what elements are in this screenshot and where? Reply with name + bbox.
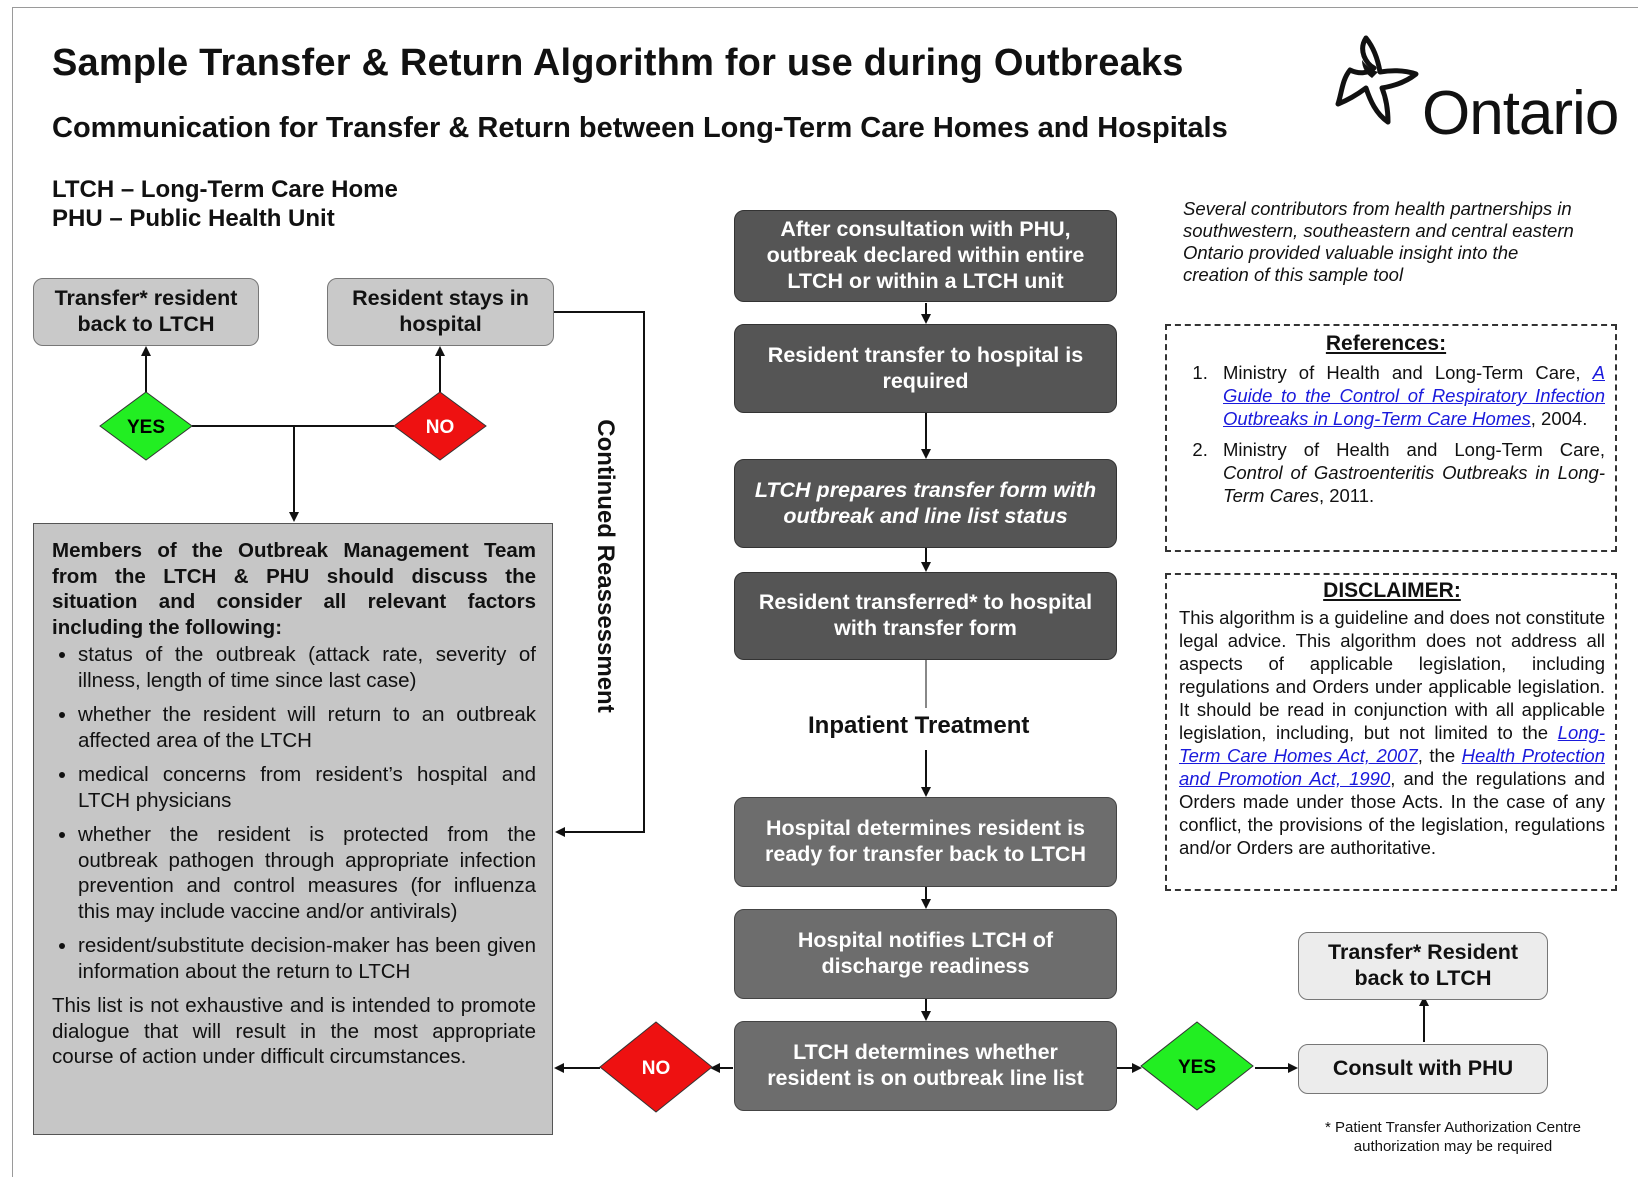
reference-item: Ministry of Health and Long-Term Care, C… (1213, 438, 1605, 507)
reference-1-link[interactable]: A Guide to the Control of Respiratory In… (1223, 362, 1605, 429)
health-protection-act-link[interactable]: Health Protection and Promotion Act, 199… (1179, 745, 1605, 789)
discussion-tail: This list is not exhaustive and is inten… (52, 994, 536, 1068)
ontario-trillium-logo-icon (1335, 35, 1419, 125)
references-box: References: Ministry of Health and Long-… (1165, 324, 1617, 552)
references-heading: References: (1325, 332, 1447, 355)
factor-item: resident/substitute decision-maker has b… (78, 933, 536, 984)
disclaimer-heading: DISCLAIMER: (1323, 579, 1461, 602)
stays-in-hospital-box: Resident stays in hospital (327, 278, 554, 346)
discussion-lead: Members of the Outbreak Management Team … (52, 539, 536, 639)
reference-2-year: , 2011. (1318, 485, 1375, 506)
prepares-transfer-form-box: LTCH prepares transfer form with outbrea… (734, 459, 1117, 548)
disclaimer-part-1: This algorithm is a guideline and does n… (1179, 607, 1605, 743)
ltc-homes-act-link[interactable]: Long-Term Care Homes Act, 2007 (1179, 722, 1605, 766)
ontario-wordmark: Ontario (1422, 79, 1619, 148)
yes-label-top: YES (127, 417, 165, 438)
outbreak-declared-box: After consultation with PHU, outbreak de… (734, 210, 1117, 302)
discussion-factor-list: status of the outbreak (attack rate, sev… (52, 642, 536, 984)
transfer-required-box: Resident transfer to hospital is require… (734, 324, 1117, 413)
reference-2-author: Ministry of Health and Long-Term Care, (1223, 439, 1605, 460)
discussion-box: Members of the Outbreak Management Team … (33, 523, 553, 1135)
abbreviation-phu: PHU – Public Health Unit (52, 205, 335, 232)
disclaimer-part-2: , the (1417, 745, 1462, 766)
continued-reassessment-label: Continued Reassessment (592, 419, 619, 713)
no-diamond-top: NO (393, 391, 487, 461)
no-label-top: NO (426, 417, 455, 438)
factor-item: whether the resident will return to an o… (78, 702, 536, 753)
reference-1-year: , 2004. (1530, 408, 1588, 429)
factor-item: medical concerns from resident’s hospita… (78, 762, 536, 813)
yes-label-bottom: YES (1178, 1057, 1216, 1078)
disclaimer-part-3: , and the regulations and Orders made un… (1179, 768, 1605, 858)
hospital-notifies-box: Hospital notifies LTCH of discharge read… (734, 909, 1117, 999)
consult-phu-box: Consult with PHU (1298, 1044, 1548, 1094)
yes-diamond-bottom: YES (1140, 1021, 1254, 1111)
no-label-bottom: NO (642, 1058, 671, 1079)
disclaimer-box: DISCLAIMER: This algorithm is a guidelin… (1165, 573, 1617, 891)
inpatient-treatment-label: Inpatient Treatment (808, 712, 1030, 739)
factor-item: whether the resident is protected from t… (78, 822, 536, 924)
no-diamond-bottom: NO (599, 1021, 713, 1113)
yes-diamond-top: YES (99, 391, 193, 461)
reference-item: Ministry of Health and Long-Term Care, A… (1213, 361, 1605, 430)
disclaimer-text: This algorithm is a guideline and does n… (1179, 606, 1605, 859)
references-list: Ministry of Health and Long-Term Care, A… (1167, 361, 1605, 507)
abbreviation-ltch: LTCH – Long-Term Care Home (52, 176, 398, 203)
line-list-decision-box: LTCH determines whether resident is on o… (734, 1021, 1117, 1111)
transfer-back-left-box: Transfer* resident back to LTCH (33, 278, 259, 346)
hospital-determines-ready-box: Hospital determines resident is ready fo… (734, 797, 1117, 887)
ptac-footnote: * Patient Transfer Authorization Centre … (1325, 1119, 1581, 1155)
contributors-note: Several contributors from health partner… (1183, 198, 1574, 285)
reference-2-title: Control of Gastroenteritis Outbreaks in … (1223, 462, 1605, 506)
transfer-back-right-box: Transfer* Resident back to LTCH (1298, 932, 1548, 1000)
factor-item: status of the outbreak (attack rate, sev… (78, 642, 536, 693)
page-title: Sample Transfer & Return Algorithm for u… (52, 42, 1184, 84)
resident-transferred-box: Resident transferred* to hospital with t… (734, 572, 1117, 660)
page-frame (12, 7, 1638, 1177)
reference-1-author: Ministry of Health and Long-Term Care, (1223, 362, 1593, 383)
page-subtitle: Communication for Transfer & Return betw… (52, 112, 1228, 144)
